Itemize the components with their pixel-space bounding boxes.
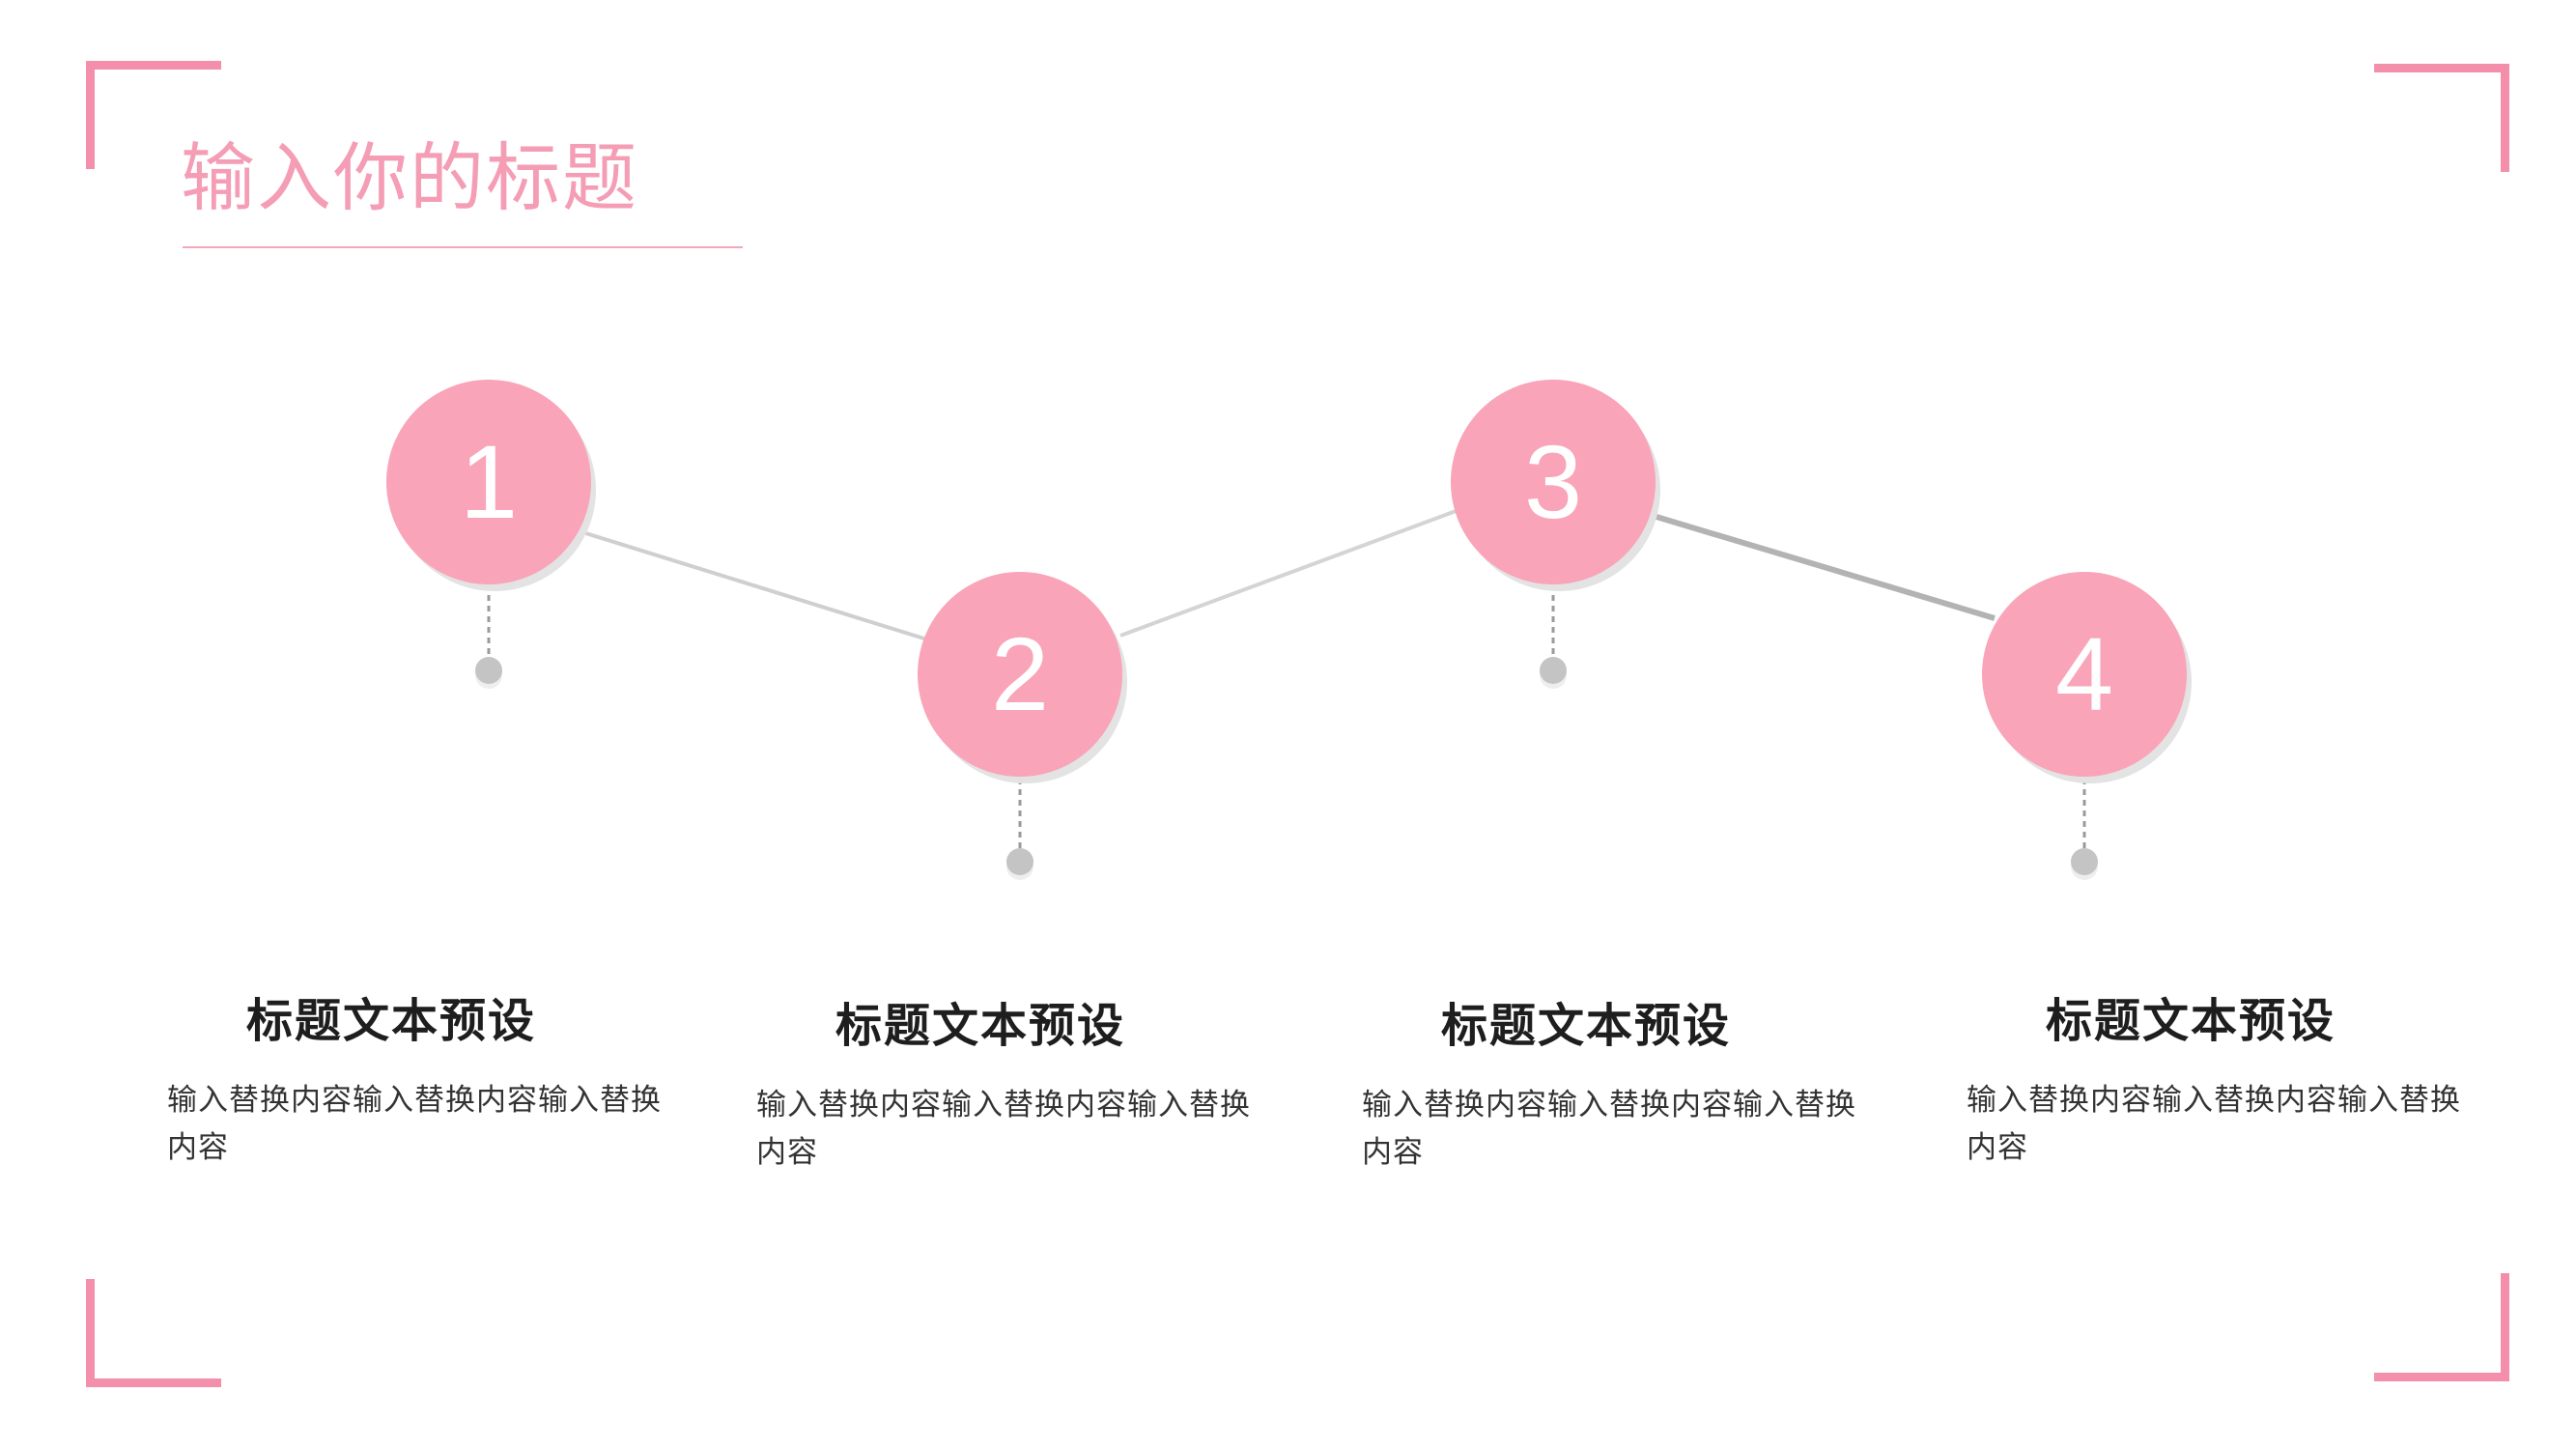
step-4-heading: 标题文本预设 xyxy=(2046,994,2336,1048)
step-2-description: 输入替换内容输入替换内容输入替换内容 xyxy=(756,1088,1251,1170)
step-4-anchor-dot xyxy=(2071,848,2098,875)
step-1-circle: 1 xyxy=(386,380,591,584)
connector-2-3 xyxy=(1119,508,1459,638)
step-1-anchor-dot xyxy=(475,657,502,684)
step-4-circle: 4 xyxy=(1982,572,2187,777)
step-3-anchor-dot xyxy=(1540,657,1567,684)
step-1-number: 1 xyxy=(459,423,519,540)
step-3-number: 3 xyxy=(1523,423,1583,540)
step-4-description: 输入替换内容输入替换内容输入替换内容 xyxy=(1967,1083,2461,1165)
step-1-description: 输入替换内容输入替换内容输入替换内容 xyxy=(167,1083,662,1165)
step-4-number: 4 xyxy=(2054,615,2114,732)
corner-bracket-bottom-right xyxy=(2374,1273,2509,1381)
step-2-number: 2 xyxy=(990,615,1050,732)
step-2-anchor-dot xyxy=(1006,848,1033,875)
step-3-description: 输入替换内容输入替换内容输入替换内容 xyxy=(1362,1088,1856,1170)
step-3-circle: 3 xyxy=(1451,380,1656,584)
corner-bracket-top-right xyxy=(2374,64,2509,172)
title-underline xyxy=(183,246,743,248)
step-3-heading: 标题文本预设 xyxy=(1441,999,1732,1053)
corner-bracket-bottom-left xyxy=(86,1279,221,1387)
connector-1-2 xyxy=(579,529,928,641)
step-2-heading: 标题文本预设 xyxy=(835,999,1126,1053)
step-2-circle: 2 xyxy=(918,572,1122,777)
connector-3-4 xyxy=(1656,514,1996,621)
corner-bracket-top-left xyxy=(86,61,221,169)
page-title: 输入你的标题 xyxy=(181,136,638,222)
step-1-heading: 标题文本预设 xyxy=(246,994,537,1048)
